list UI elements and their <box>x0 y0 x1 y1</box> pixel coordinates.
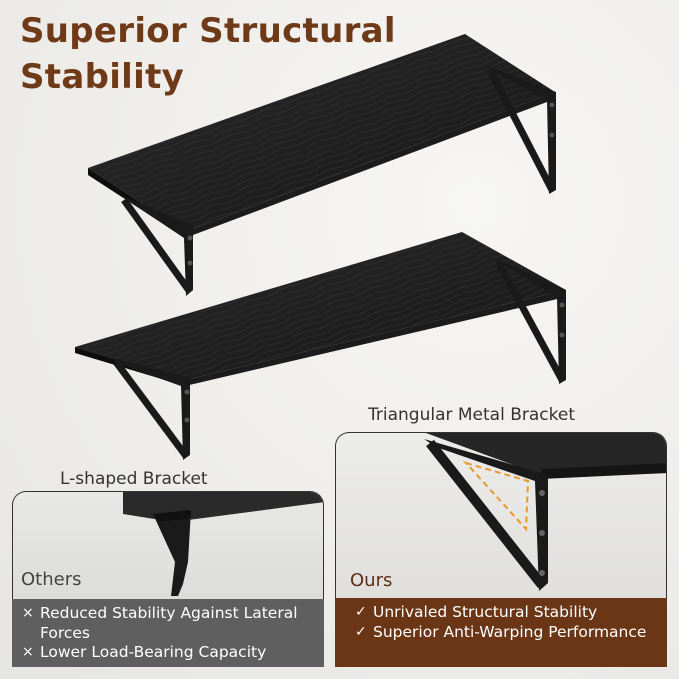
others-list: × Reduced Stability Against Lateral Forc… <box>12 599 324 667</box>
list-item: × Reduced Stability Against Lateral Forc… <box>22 604 298 642</box>
check-icon: ✓ <box>355 623 367 640</box>
list-item: ✓ Superior Anti-Warping Performance <box>355 622 647 641</box>
list-item: × Lower Load-Bearing Capacity <box>22 643 267 661</box>
l-shaped-bracket-caption: L-shaped Bracket <box>60 469 208 489</box>
triangular-bracket-image <box>424 433 666 591</box>
list-item: ✓ Unrivaled Structural Stability <box>355 603 598 621</box>
upper-shelf <box>88 34 556 296</box>
lower-bracket-right <box>494 258 566 384</box>
page-title: Superior Structural Stability <box>20 8 396 100</box>
upper-bracket-right <box>486 66 556 194</box>
cross-icon: × <box>22 605 34 621</box>
others-heading: Others <box>21 569 82 590</box>
triangle-highlight <box>462 461 530 532</box>
l-shaped-bracket-image <box>123 492 323 596</box>
cross-icon: × <box>22 644 34 660</box>
lower-shelf <box>75 232 566 460</box>
title-line-1: Superior Structural <box>20 11 396 51</box>
upper-bracket-left <box>120 195 193 296</box>
title-line-2: Stability <box>20 57 185 97</box>
ours-heading: Ours <box>350 570 393 591</box>
ours-list: ✓ Unrivaled Structural Stability ✓ Super… <box>335 598 667 667</box>
others-image-box: Others <box>12 491 324 599</box>
ours-image-box: Ours <box>335 432 667 598</box>
lower-bracket-left <box>112 358 190 460</box>
check-icon: ✓ <box>355 604 367 620</box>
triangular-bracket-caption: Triangular Metal Bracket <box>368 405 576 425</box>
